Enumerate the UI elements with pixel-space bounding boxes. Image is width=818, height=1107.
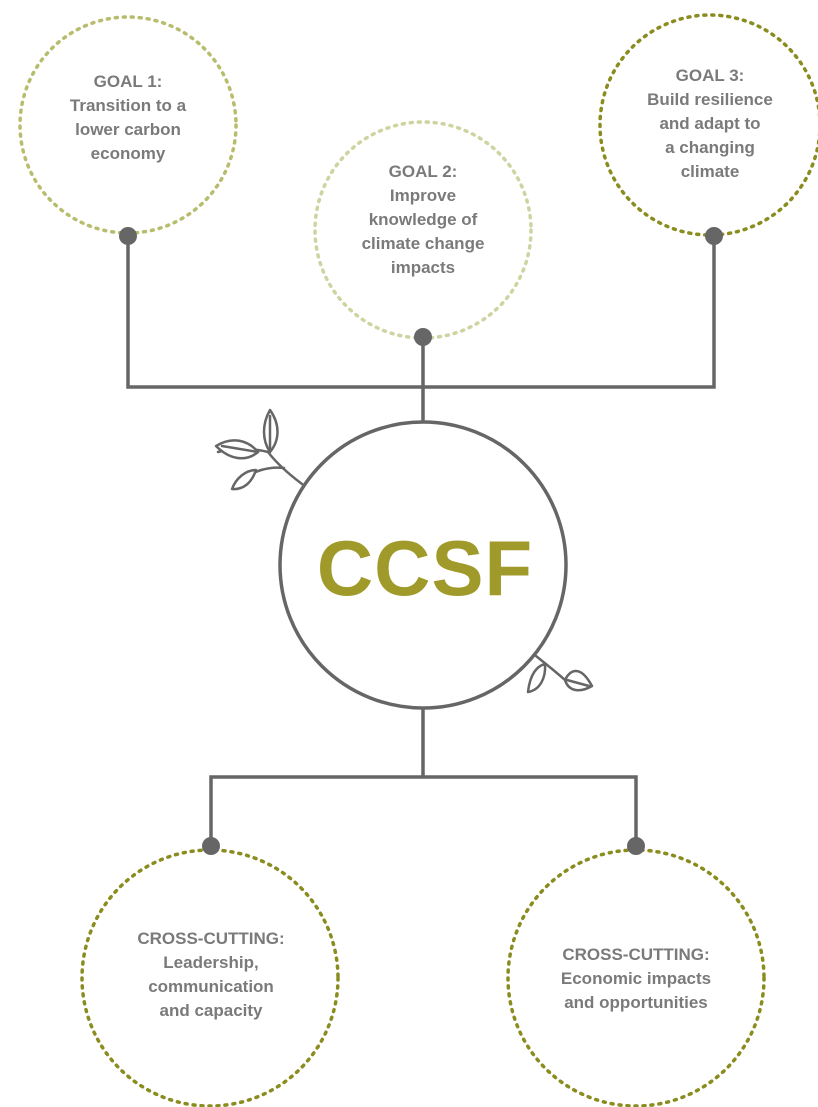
goal-1-title: GOAL 1:: [93, 72, 163, 91]
goal-2-label: GOAL 2: Improve knowledge of climate cha…: [333, 160, 513, 280]
cross-cutting-1-line-2: communication: [148, 977, 274, 996]
goal-3-ring: [598, 13, 818, 237]
goal-1-line-3: economy: [90, 144, 166, 163]
goal-3-line-2: and adapt to: [659, 114, 761, 133]
cross-cutting-1-title: CROSS-CUTTING:: [137, 929, 285, 948]
goal-2-title: GOAL 2:: [388, 162, 458, 181]
lower-connectors: [209, 707, 638, 846]
leaf-sprig-bottom-right-icon: [526, 654, 594, 694]
hub-label: CCSF: [316, 524, 534, 612]
cross-cutting-2-title: CROSS-CUTTING:: [562, 945, 710, 964]
goal-3-line-1: Build resilience: [647, 90, 773, 109]
goal-2-connector-dot: [414, 328, 432, 346]
goal-1-label: GOAL 1: Transition to a lower carbon eco…: [38, 70, 218, 166]
cross-cutting-2-line-2: and opportunities: [564, 993, 708, 1012]
upper-connectors: [126, 236, 716, 422]
cross-cutting-1-line-1: Leadership,: [163, 953, 259, 972]
leaf-sprig-top-left-icon: [214, 408, 304, 491]
cross-cutting-2-line-1: Economic impacts: [560, 969, 712, 988]
cross-cutting-1-label: CROSS-CUTTING: Leadership, communication…: [100, 927, 322, 1023]
goal-1-connector-dot: [119, 227, 137, 245]
cross-cutting-1-connector-dot: [202, 837, 220, 855]
goal-1-line-1: Transition to a: [69, 96, 187, 115]
cross-cutting-2-connector-dot: [627, 837, 645, 855]
cross-cutting-2-label: CROSS-CUTTING: Economic impacts and oppo…: [525, 943, 747, 1015]
goal-2-line-1: Improve: [389, 186, 457, 205]
goal-3-title: GOAL 3:: [675, 66, 745, 85]
cross-cutting-1-line-3: and capacity: [159, 1001, 263, 1020]
goal-3-connector-dot: [705, 227, 723, 245]
hub-circle: [278, 420, 568, 710]
goal-3-line-4: climate: [680, 162, 740, 181]
goal-2-line-3: climate change: [361, 234, 485, 253]
goal-2-line-4: impacts: [390, 258, 456, 277]
goal-3-line-3: a changing: [665, 138, 755, 157]
goal-1-line-2: lower carbon: [75, 120, 181, 139]
goal-2-line-2: knowledge of: [368, 210, 478, 229]
goal-3-label: GOAL 3: Build resilience and adapt to a …: [610, 64, 810, 184]
